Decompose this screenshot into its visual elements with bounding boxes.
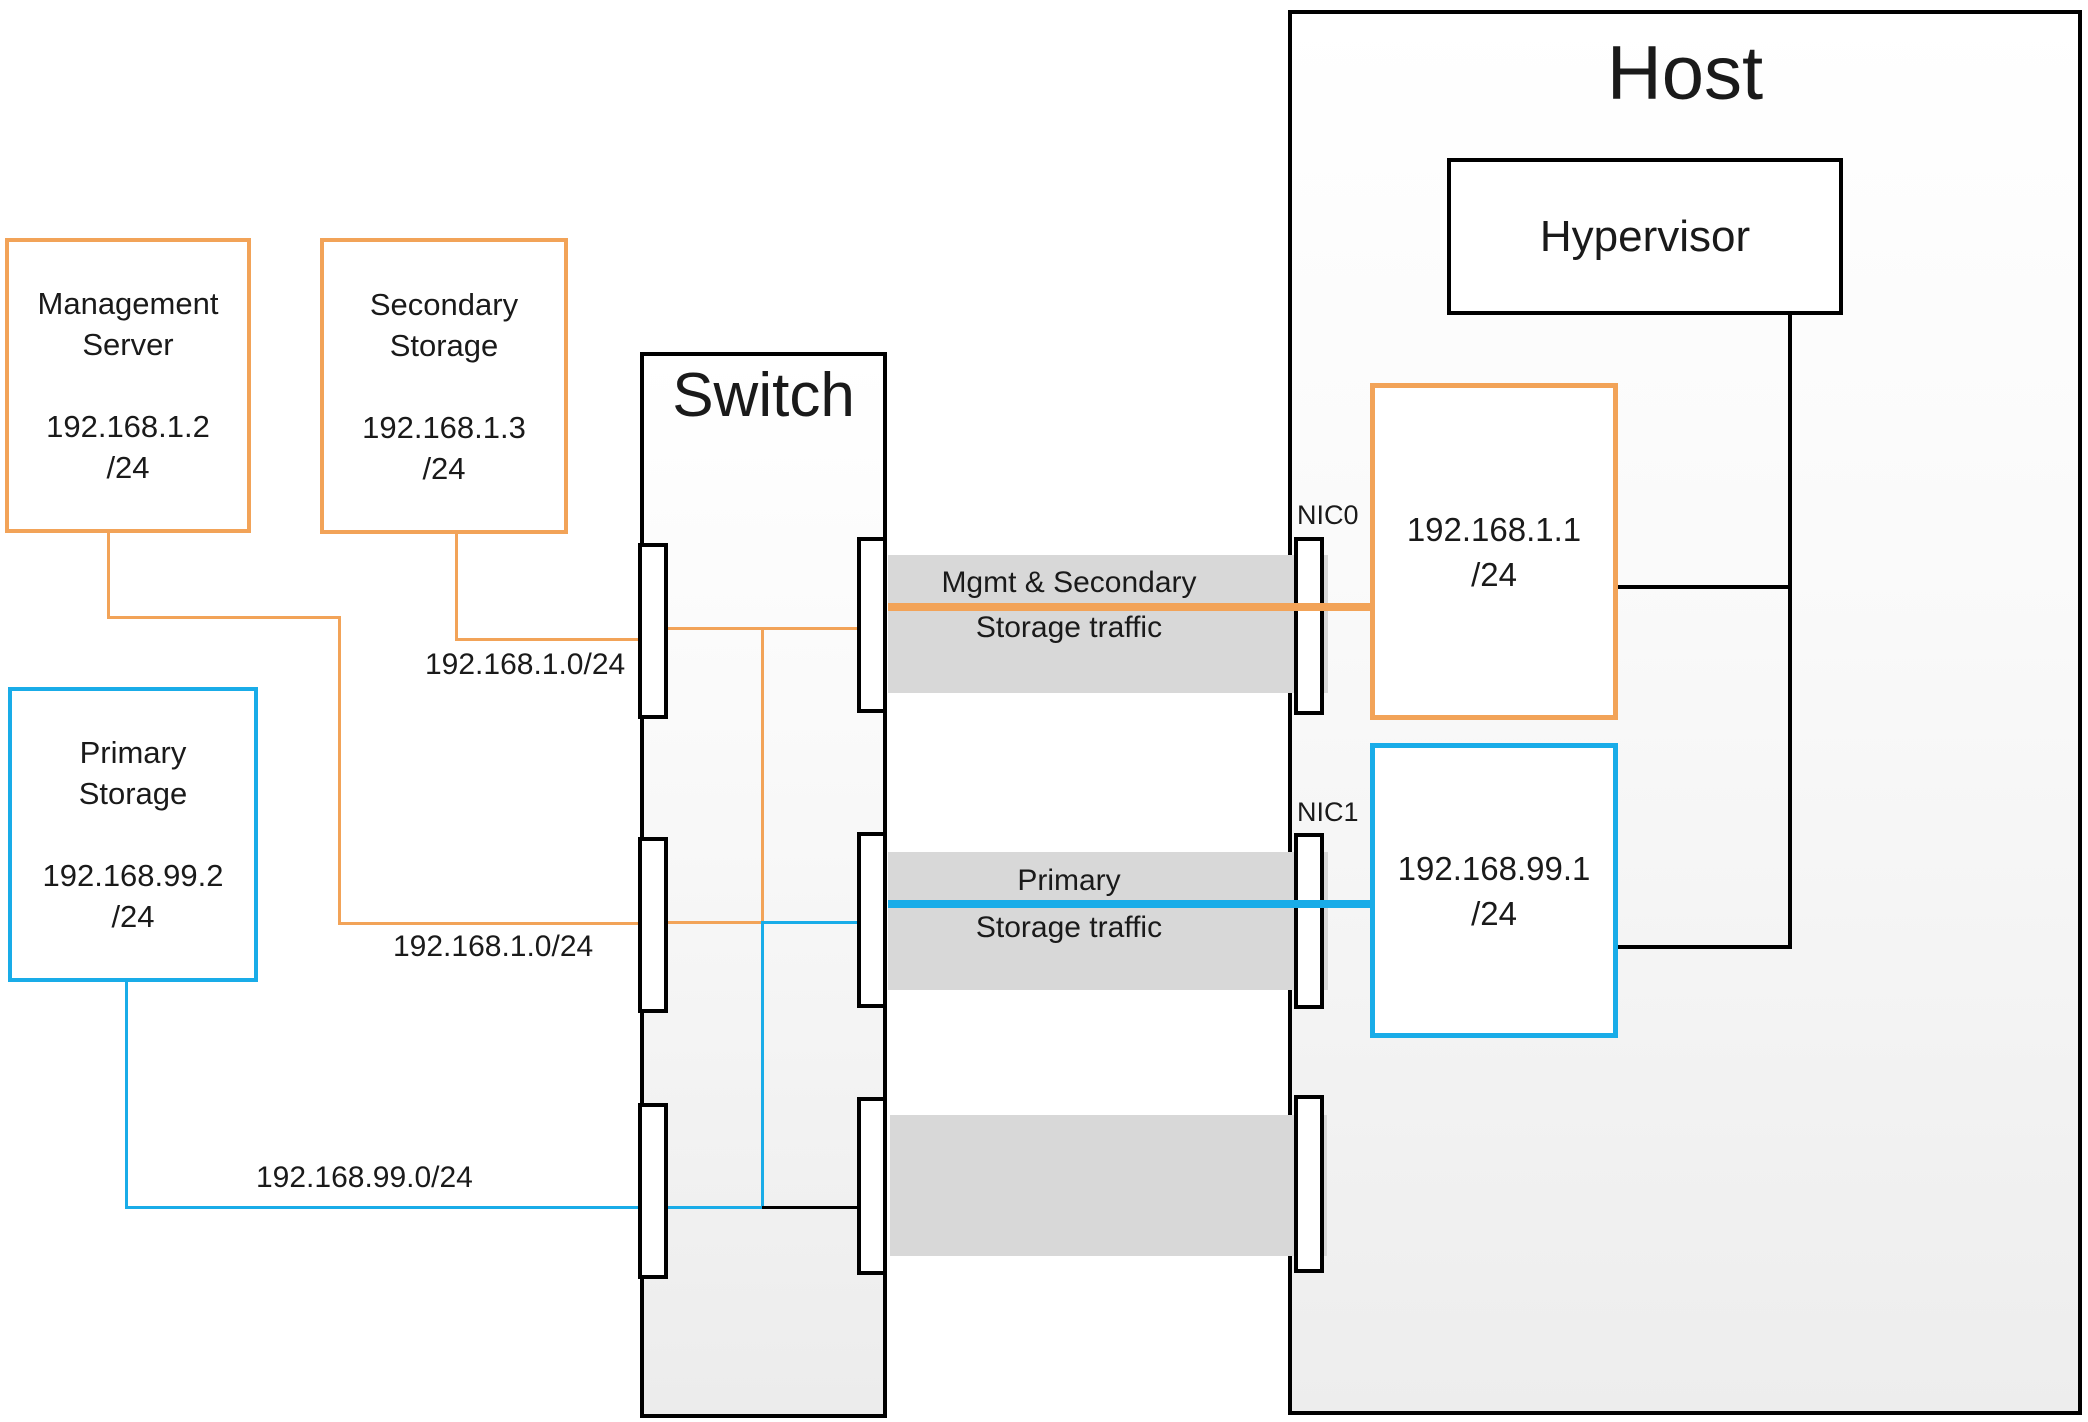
hypervisor-label: Hypervisor	[1539, 211, 1751, 261]
hypervisor-vertical-line	[1788, 315, 1792, 949]
primary-traffic-band	[888, 852, 1328, 990]
switch-internal-blue-row3	[666, 1206, 763, 1209]
management-link-segment-down	[107, 533, 110, 619]
management-link-segment-right	[107, 616, 341, 619]
subnet-label-primary-link: 192.168.99.0/24	[256, 1161, 473, 1194]
nic1-port-label: NIC1	[1297, 797, 1359, 827]
switch-internal-orange-row2	[666, 921, 763, 924]
primary-band-caption-line1: Primary	[1017, 864, 1121, 897]
primary-storage-box: Primary Storage 192.168.99.2 /24	[8, 687, 258, 982]
nic0-box: 192.168.1.1 /24	[1370, 383, 1618, 720]
switch-left-port-3	[638, 1103, 668, 1279]
nic1-to-hypervisor-line	[1618, 945, 1792, 949]
secondary-storage-text: Secondary Storage 192.168.1.3 /24	[362, 286, 526, 486]
secondary-storage-box: Secondary Storage 192.168.1.3 /24	[320, 238, 568, 534]
primary-storage-text: Primary Storage 192.168.99.2 /24	[42, 735, 224, 934]
management-server-box: Management Server 192.168.1.2 /24	[5, 238, 251, 533]
mgmt-secondary-band-caption-line2: Storage traffic	[975, 611, 1163, 644]
switch-right-port-2	[857, 832, 887, 1008]
switch-left-port-2	[638, 837, 668, 1013]
subnet-label-secondary-link: 192.168.1.0/24	[425, 648, 626, 681]
switch-left-port-1	[638, 543, 668, 719]
nic1-box: 192.168.99.1 /24	[1370, 743, 1618, 1038]
primary-link-segment-down	[125, 982, 128, 1209]
switch-internal-black-row3	[762, 1206, 860, 1209]
management-server-text: Management Server 192.168.1.2 /24	[37, 286, 219, 485]
primary-link-segment-to-switch	[125, 1206, 642, 1209]
nic0-to-hypervisor-line	[1618, 585, 1792, 589]
subnet-label-management-link: 192.168.1.0/24	[393, 930, 594, 963]
secondary-link-segment-down	[455, 534, 458, 641]
management-link-segment-down2	[338, 616, 341, 925]
host-port-unused	[1294, 1095, 1324, 1273]
switch-right-port-3	[857, 1097, 887, 1275]
switch-label: Switch	[672, 361, 855, 430]
switch-internal-orange-vertical	[761, 627, 764, 924]
host-port-nic0	[1294, 537, 1324, 715]
host-port-nic1	[1294, 833, 1324, 1009]
secondary-link-segment-to-switch	[455, 638, 643, 641]
nic0-port-label: NIC0	[1297, 500, 1359, 530]
mgmt-secondary-traffic-band	[888, 555, 1328, 693]
nic0-ip-text: 192.168.1.1 /24	[1406, 510, 1582, 593]
unused-traffic-band	[890, 1115, 1327, 1256]
nic1-ip-text: 192.168.99.1 /24	[1397, 849, 1591, 932]
switch-internal-blue-vertical	[761, 921, 764, 1209]
switch-internal-blue-row2	[761, 921, 860, 924]
mgmt-secondary-traffic-line	[888, 603, 1370, 611]
hypervisor-box: Hypervisor	[1447, 158, 1843, 315]
primary-band-caption-line2: Storage traffic	[975, 911, 1163, 944]
management-link-segment-to-switch	[338, 922, 643, 925]
switch-right-port-1	[857, 537, 887, 713]
host-label: Host	[1606, 31, 1764, 116]
primary-traffic-line	[888, 900, 1370, 908]
mgmt-secondary-band-caption-line1: Mgmt & Secondary	[941, 566, 1197, 599]
